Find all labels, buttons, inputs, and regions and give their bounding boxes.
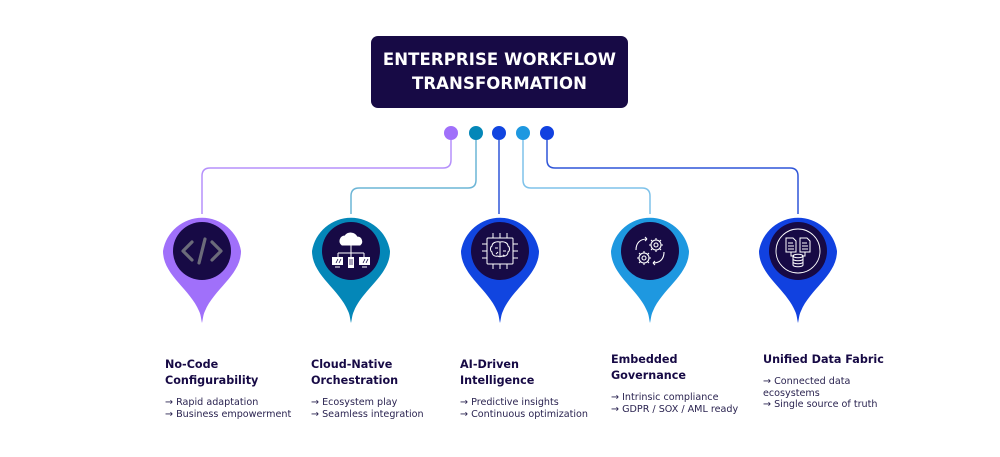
pillar-point: → Continuous optimization	[460, 408, 589, 420]
pillar-title-line-2: Intelligence	[460, 374, 535, 387]
pin-marker-2	[312, 217, 390, 323]
pillar-point: → Ecosystem play	[311, 397, 398, 408]
pillar-point: → Predictive insights	[460, 397, 559, 408]
pillar-point: → Seamless integration	[311, 408, 424, 420]
pillar-point: → Single source of truth	[763, 399, 878, 410]
connector-dot-3	[492, 126, 506, 140]
pillar-points: → Connected data ecosystems→ Single sour…	[763, 376, 903, 411]
pillar-point: → Rapid adaptation	[165, 397, 259, 408]
title-line-1: ENTERPRISE WORKFLOW	[382, 50, 617, 69]
pillar-card-5: Unified Data Fabric → Connected data ecos…	[763, 352, 903, 411]
pillar-title-line-1: Unified Data Fabric	[763, 353, 884, 366]
title-line-2: TRANSFORMATION	[412, 74, 587, 93]
connector-dot-4	[516, 126, 530, 140]
pillar-title-line-1: No-Code	[165, 358, 219, 371]
pillar-points: → Ecosystem play→ Seamless integration	[311, 397, 451, 420]
pillar-title-line-2: Configurability	[165, 374, 259, 387]
pillar-point: → Connected data ecosystems	[763, 376, 851, 399]
pin-marker-3	[461, 217, 539, 323]
pillar-title-line-1: Embedded	[611, 353, 678, 366]
pillar-point: → Business empowerment	[165, 408, 292, 420]
ai-chip-brain-icon	[482, 233, 518, 269]
pillar-points: → Intrinsic compliance→ GDPR / SOX / AML…	[611, 392, 751, 415]
title-box: ENTERPRISE WORKFLOW TRANSFORMATION	[371, 36, 628, 108]
pin-marker-4	[611, 217, 689, 323]
pillar-title-line-1: AI-Driven	[460, 358, 519, 371]
pin-marker-1	[163, 217, 241, 323]
cloud-network-icon	[332, 232, 370, 268]
pillar-title-line-2: Orchestration	[311, 374, 399, 387]
connector-line-4	[522, 140, 651, 214]
connector-line-5	[546, 140, 799, 214]
pillar-title-line-1: Cloud-Native	[311, 358, 393, 371]
pin-inner-circle	[769, 222, 827, 280]
data-documents-icon	[775, 228, 821, 274]
code-icon	[181, 237, 223, 265]
pillar-points: → Predictive insights→ Continuous optimi…	[460, 397, 600, 420]
gears-cycle-icon	[635, 236, 665, 266]
connector-line-2	[350, 140, 477, 214]
pin-inner-circle	[621, 222, 679, 280]
connector-dot-5	[540, 126, 554, 140]
connector-dot-2	[469, 126, 483, 140]
pin-marker-5	[759, 217, 837, 323]
connector-line-1	[201, 140, 452, 214]
pillar-points: → Rapid adaptation→ Business empowerment	[165, 397, 305, 420]
pillar-title-line-2: Governance	[611, 369, 686, 382]
pillar-point: → GDPR / SOX / AML ready	[611, 403, 739, 415]
connector-dot-1	[444, 126, 458, 140]
pillar-title: Unified Data Fabric	[763, 352, 903, 368]
pillar-point: → Intrinsic compliance	[611, 392, 719, 403]
